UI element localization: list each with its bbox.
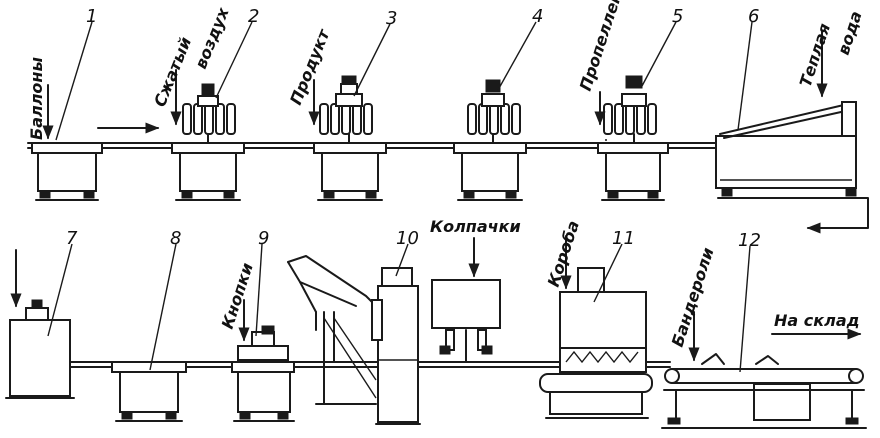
station-2-air-purge <box>171 83 245 201</box>
num-9: 9 <box>258 228 269 249</box>
label-szhatyi: Сжатый <box>150 34 195 109</box>
num-12: 12 <box>738 230 761 251</box>
num-6: 6 <box>748 6 759 27</box>
bottom-feed-arrows <box>10 235 862 362</box>
label-kolpachki: Колпачки <box>430 217 521 236</box>
station-4-valve-crimper <box>453 79 527 201</box>
num-3: 3 <box>386 8 397 29</box>
station-9-button-applicator <box>231 325 295 422</box>
top-leaders <box>55 21 753 141</box>
bottom-leaders <box>47 243 751 373</box>
label-vozdukh: воздух <box>191 4 233 71</box>
num-10: 10 <box>396 228 419 249</box>
label-na-sklad: На склад <box>774 311 860 330</box>
num-4: 4 <box>532 6 543 27</box>
station-5-propellant-filler <box>597 75 669 201</box>
station-3-product-filler <box>313 75 387 201</box>
top-feed-arrows <box>42 31 828 141</box>
label-produkt: Продукт <box>286 25 334 107</box>
station-1-feed-table <box>31 142 103 201</box>
num-8: 8 <box>170 228 181 249</box>
label-propellent: Пропеллент <box>576 0 629 93</box>
label-ballony: Баллоны <box>27 57 46 140</box>
label-voda: вода <box>834 9 866 58</box>
station-6-water-bath <box>715 101 861 199</box>
station-12-banding-conveyor <box>661 353 867 429</box>
num-1: 1 <box>86 6 97 27</box>
station-8-weigher <box>111 361 187 422</box>
num-5: 5 <box>672 6 683 27</box>
station-10-cap-placer <box>287 255 501 425</box>
num-2: 2 <box>248 6 259 27</box>
station-11-carton-packer <box>539 267 653 419</box>
label-banderoli: Бандероли <box>668 245 718 349</box>
transfer-path <box>806 197 869 234</box>
num-11: 11 <box>612 228 635 249</box>
label-teplaya: Теплая <box>796 21 834 89</box>
station-7-dryer <box>5 299 75 399</box>
label-knopki: Кнопки <box>218 260 257 331</box>
num-7: 7 <box>66 228 78 249</box>
